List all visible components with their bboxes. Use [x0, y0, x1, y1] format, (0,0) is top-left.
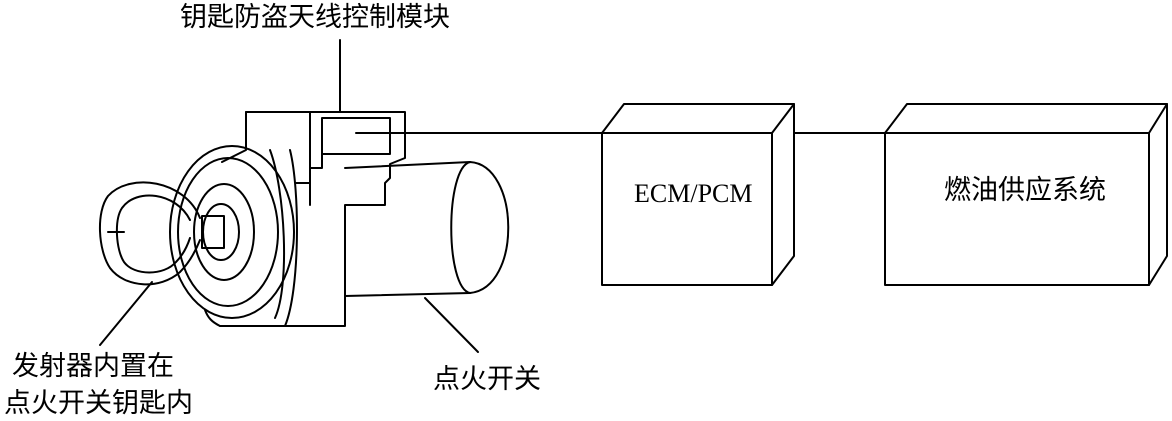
- antenna-module-frame: [309, 111, 323, 169]
- ignition-switch-label: 点火开关: [433, 364, 541, 395]
- lock-cylinder-face: [169, 145, 295, 319]
- fuel-system-label: 燃油供应系统: [944, 175, 1106, 206]
- fuel-system-box: [884, 103, 1168, 286]
- ecm-label: ECM/PCM: [634, 179, 753, 208]
- key-blade: [201, 215, 225, 249]
- ecm-box: [601, 103, 795, 286]
- antenna-module-box: [321, 117, 391, 155]
- ignition-switch-cylinder: [344, 161, 510, 297]
- key-head: [98, 181, 201, 286]
- antenna-module-label: 钥匙防盗天线控制模块: [180, 2, 450, 33]
- leader-transmitter: [99, 281, 153, 346]
- lock-housing: [204, 111, 406, 327]
- transmitter-label-line2: 点火开关钥匙内: [4, 388, 193, 419]
- leader-ignition: [424, 297, 479, 353]
- transmitter-label-line1: 发射器内置在: [12, 351, 174, 382]
